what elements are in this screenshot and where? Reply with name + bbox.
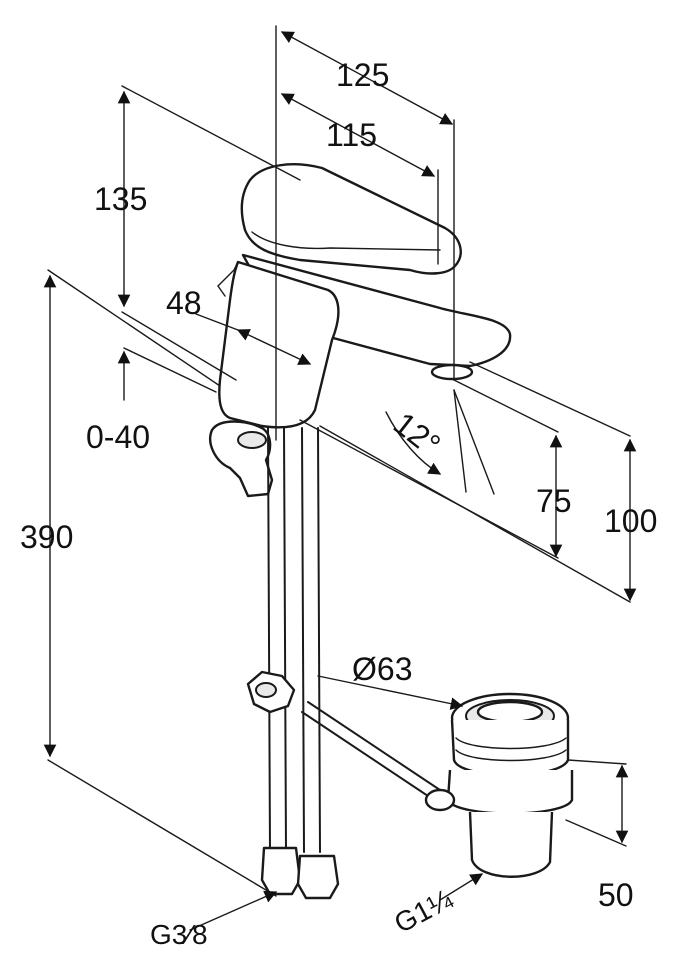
angle-arc-12 [385, 411, 442, 475]
label-12-degree: 12° [387, 405, 447, 463]
supply-hose-left [267, 427, 271, 853]
label-48: 48 [166, 285, 202, 321]
dim-line-48 [236, 329, 312, 365]
dim-line-115 [280, 93, 436, 177]
label-g1-1-4: G1¼ [389, 883, 458, 939]
supply-hose-right [301, 427, 305, 853]
label-125: 125 [336, 57, 389, 93]
label-135: 135 [94, 181, 147, 217]
label-75: 75 [536, 483, 572, 519]
label-50: 50 [598, 877, 634, 913]
hose-nut-right [296, 854, 340, 900]
pop-up-rod [307, 701, 441, 791]
dimension-labels: 125 115 135 48 0-40 390 12° 75 100 Ø63 5… [20, 57, 657, 950]
dimension-lines [43, 25, 637, 931]
label-390: 390 [20, 519, 73, 555]
label-g3-8: G3⁄8 [150, 919, 208, 950]
faucet-column [218, 260, 340, 429]
label-0-40: 0-40 [86, 419, 150, 455]
hose-nut-left [260, 846, 302, 896]
aerator [430, 363, 474, 381]
pop-up-rod-clip [209, 420, 274, 498]
label-100: 100 [604, 503, 657, 539]
pop-up-drain [424, 692, 574, 878]
lever-handle [240, 163, 462, 275]
label-115: 115 [326, 117, 377, 153]
label-diameter-63: Ø63 [352, 651, 412, 687]
